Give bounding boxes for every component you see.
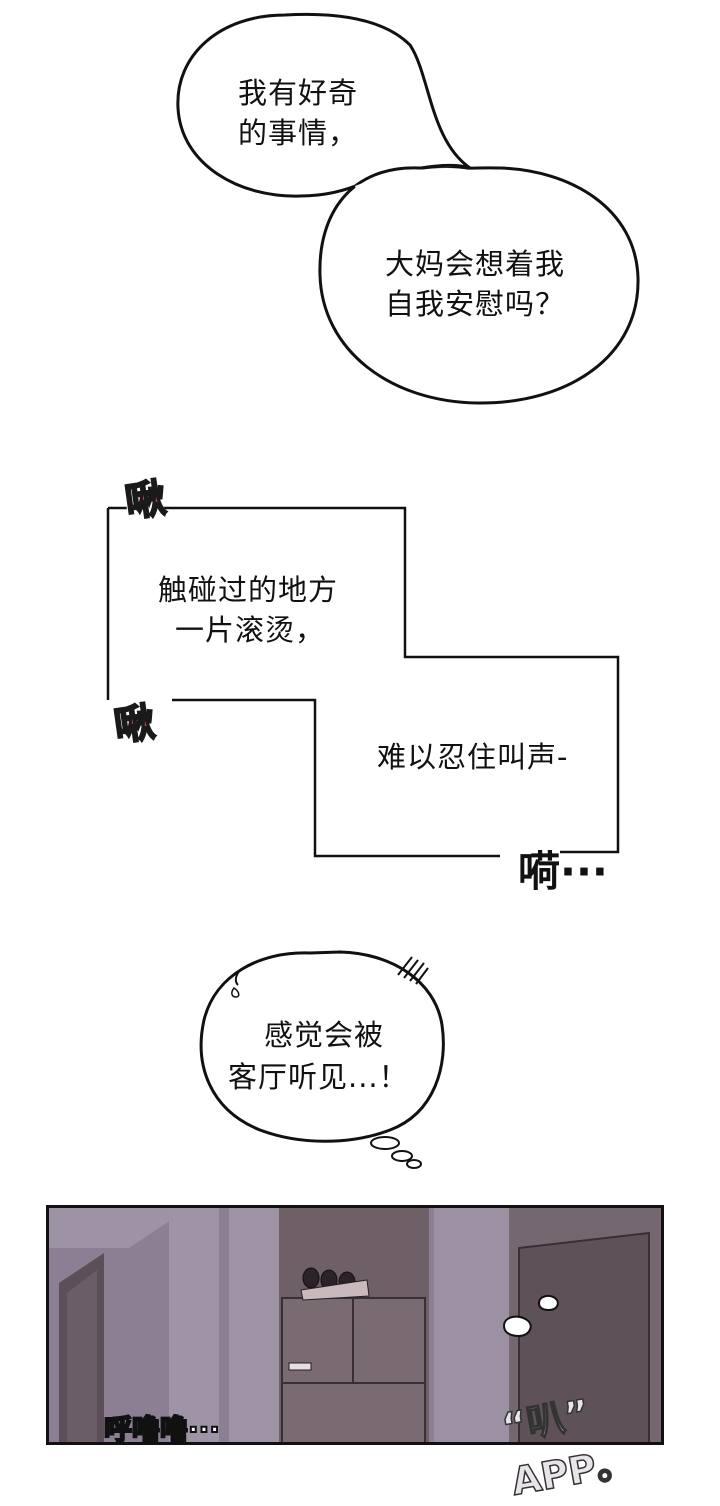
bubble3-line2: 客厅听见...！ [228,1060,409,1094]
illustration-panel [46,1205,664,1445]
thought-bubble-3 [199,950,445,1169]
sfx-kiss-2: 啾 [111,699,157,752]
sfx-snore: 呼噜噜··· [103,1412,221,1447]
box2-line1: 难以忍住叫声- [377,740,569,774]
room-interior-illustration [49,1208,661,1442]
speech-bubbles-top [176,12,640,405]
thought2-line2: 自我安慰吗？ [385,287,566,321]
thought2-line1: 大妈会想着我 [385,247,566,281]
narration-boxes [106,506,620,858]
sfx-kiss-1: 啾 [122,475,168,528]
bubble3-line1: 感觉会被 [264,1018,385,1052]
thought1-line1: 我有好奇 [238,76,359,110]
box1-line1: 触碰过的地方 [158,573,339,607]
sfx-moan: 嗬··· [518,847,608,896]
box1-line2: 一片滚烫， [175,613,326,647]
thought1-line2: 的事情， [238,116,359,150]
